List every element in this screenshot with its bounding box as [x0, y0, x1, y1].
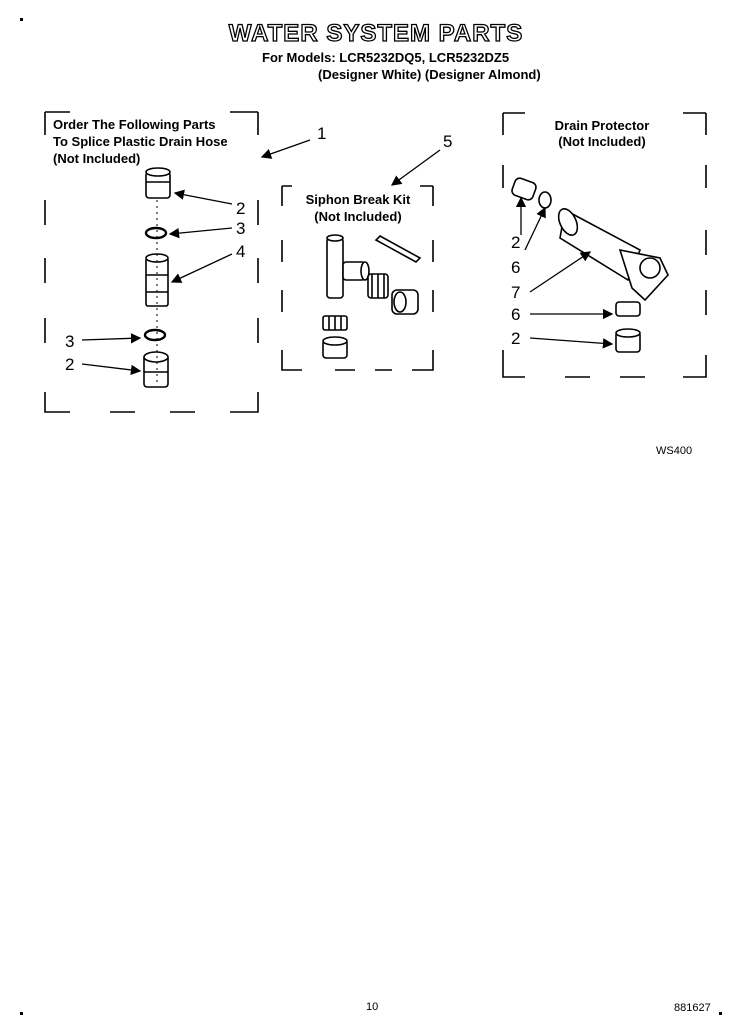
callout-3-bottom: 3 [65, 332, 75, 351]
drain-label-line1: Drain Protector [554, 118, 650, 133]
siphon-panel-frame [281, 185, 434, 371]
leader-lines [81, 139, 614, 376]
callout-4: 4 [236, 242, 246, 261]
page-title: WATER SYSTEM PARTS [228, 19, 524, 47]
corner-mark-top-left [20, 18, 23, 21]
corner-mark-bottom-right [719, 1012, 722, 1015]
callout-drain-2-bottom: 2 [511, 329, 521, 348]
splice-parts [143, 167, 171, 388]
callout-2-bottom: 2 [65, 355, 75, 374]
document-number: 881627 [674, 1002, 711, 1014]
diagram-code: WS400 [656, 445, 693, 457]
callout-2-top: 2 [236, 199, 246, 218]
splice-label-line2: To Splice Plastic Drain Hose [53, 134, 228, 149]
drain-parts [511, 177, 669, 353]
callout-drain-2-top: 2 [511, 233, 521, 252]
drain-label-line2: (Not Included) [558, 134, 646, 149]
siphon-label-line1: Siphon Break Kit [305, 192, 411, 207]
corner-mark-bottom-left [20, 1012, 23, 1015]
siphon-parts [322, 234, 422, 359]
callout-drain-6-bottom: 6 [511, 305, 521, 324]
drain-panel-frame [502, 112, 707, 378]
variants-line: (Designer White) (Designer Almond) [318, 67, 541, 82]
callout-3-top: 3 [236, 219, 246, 238]
splice-label-line3: (Not Included) [53, 151, 141, 166]
models-line: For Models: LCR5232DQ5, LCR5232DZ5 [262, 50, 510, 65]
callout-drain-6-top: 6 [511, 258, 521, 277]
callout-1: 1 [317, 124, 327, 143]
page-number: 10 [366, 1001, 379, 1013]
callout-5: 5 [443, 132, 453, 151]
callout-drain-7: 7 [511, 283, 521, 302]
splice-label-line1: Order The Following Parts [53, 117, 216, 132]
siphon-label-line2: (Not Included) [314, 209, 402, 224]
splice-panel-frame [44, 111, 259, 413]
